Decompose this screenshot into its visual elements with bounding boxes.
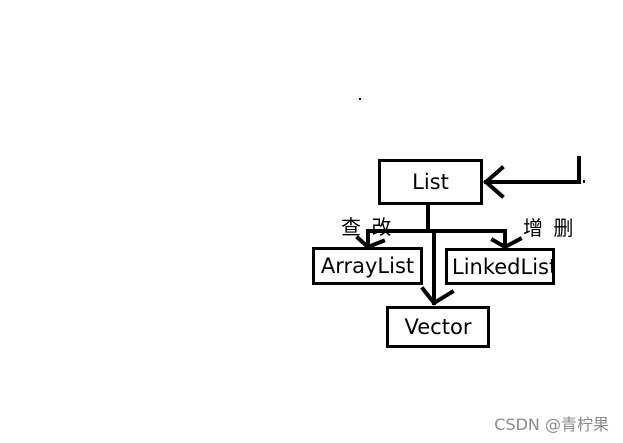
- vector-node-label: Vector: [404, 315, 472, 339]
- list-node-label: List: [412, 170, 449, 194]
- arraylist-node-label: ArrayList: [320, 254, 415, 278]
- incoming-arrow: [482, 156, 581, 199]
- branch-lines: [355, 204, 523, 306]
- watermark: CSDN @青柠果: [494, 415, 609, 434]
- add-delete-label: 增 删: [523, 216, 576, 240]
- query-modify-label: 查 改: [341, 215, 394, 239]
- linkedlist-node-label: LinkedList: [452, 254, 555, 279]
- list-node: List: [378, 159, 483, 205]
- vector-node: Vector: [386, 306, 490, 348]
- arraylist-node: ArrayList: [312, 247, 423, 285]
- linkedlist-node: LinkedList: [445, 248, 555, 285]
